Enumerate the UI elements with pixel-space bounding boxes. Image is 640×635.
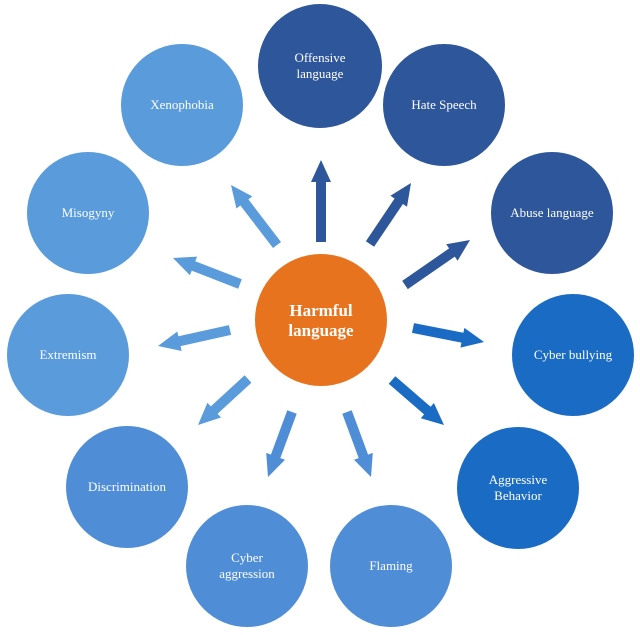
node-label-line: Aggressive (489, 472, 548, 487)
node-flaming: Flaming (330, 505, 452, 627)
node-misogyny: Misogyny (27, 152, 149, 274)
node-label-line: Misogyny (62, 205, 115, 220)
node-label: Extremism (39, 347, 96, 362)
node-label: Hate Speech (411, 97, 477, 112)
center-circle (255, 254, 387, 386)
node-circle (27, 152, 149, 274)
node-label: Cyber bullying (534, 347, 613, 362)
node-label: Discrimination (88, 479, 166, 494)
arrow-to-abuse-language (402, 240, 470, 290)
node-circle (186, 505, 308, 627)
node-discrimination: Discrimination (66, 426, 188, 548)
arrow-to-misogyny (173, 256, 242, 289)
node-label-line: Behavior (494, 488, 542, 503)
node-label-line: Hate Speech (411, 97, 477, 112)
node-label-line: Cyber bullying (534, 347, 613, 362)
arrow-to-cyber-aggression (266, 410, 297, 477)
node-label-line: Discrimination (88, 479, 166, 494)
arrows-layer (158, 160, 484, 477)
arrow-to-aggressive-behavior (388, 376, 444, 425)
node-circle (7, 294, 129, 416)
node-label-line: Abuse language (510, 205, 594, 220)
arrow-to-flaming (342, 410, 373, 477)
center-label-line: language (288, 321, 354, 340)
node-label-line: aggression (219, 566, 275, 581)
node-abuse-language: Abuse language (491, 152, 613, 274)
node-extremism: Extremism (7, 294, 129, 416)
node-circle (330, 505, 452, 627)
arrow-to-discrimination (198, 375, 252, 425)
node-label: Misogyny (62, 205, 115, 220)
node-circle (491, 152, 613, 274)
node-label-line: language (297, 66, 344, 81)
arrow-to-extremism (158, 325, 232, 351)
node-circle (383, 44, 505, 166)
arrow-to-hate-speech (365, 183, 411, 247)
node-xenophobia: Xenophobia (121, 44, 243, 166)
node-label: Xenophobia (150, 97, 214, 112)
node-label-line: Offensive (294, 50, 345, 65)
node-label: Flaming (369, 558, 413, 573)
node-circle (258, 4, 382, 128)
center-label-line: Harmful (289, 301, 353, 320)
node-label: Abuse language (510, 205, 594, 220)
node-label-line: Cyber (231, 550, 263, 565)
node-circle (512, 294, 634, 416)
node-circle (457, 427, 579, 549)
node-label-line: Xenophobia (150, 97, 214, 112)
arrow-to-xenophobia (231, 185, 281, 248)
arrow-to-cyber-bullying (412, 323, 484, 348)
node-circle (66, 426, 188, 548)
node-label-line: Extremism (39, 347, 96, 362)
node-circle (121, 44, 243, 166)
node-cyber-bullying: Cyber bullying (512, 294, 634, 416)
node-label-line: Flaming (369, 558, 413, 573)
node-hate-speech: Hate Speech (383, 44, 505, 166)
arrow-to-offensive-language (311, 160, 331, 242)
